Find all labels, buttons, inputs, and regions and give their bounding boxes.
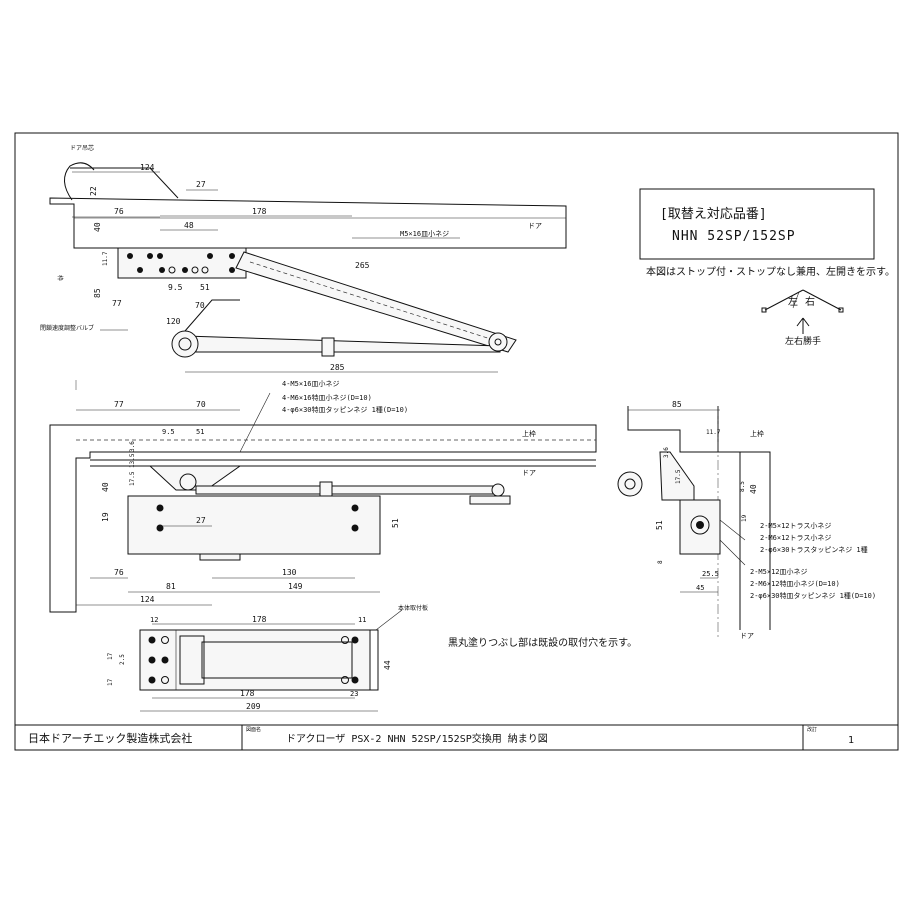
bottom-view: 本体取付板 178 11 12 17 2.5 17 44 178 23 209 … — [107, 604, 637, 712]
bdim-12: 12 — [150, 616, 158, 624]
fdim-19: 19 — [101, 512, 110, 522]
sheet-border — [14, 132, 899, 751]
company-name: 日本ドアーチエック製造株式会社 — [28, 731, 192, 745]
screw-side-4: 2-M5×12皿小ネジ — [750, 567, 808, 576]
screw-side-5: 2-M6×12特皿小ネジ(D=10) — [750, 579, 840, 588]
fdim-3-6: 3.6 — [129, 441, 136, 452]
replacement-models: NHN 52SP/152SP — [672, 229, 796, 244]
door-label-front: ドア — [522, 469, 536, 477]
bdim-17-a: 17 — [107, 652, 114, 660]
dim-70: 70 — [195, 301, 205, 310]
dim-85: 85 — [93, 288, 102, 298]
dim-9-5: 9.5 — [168, 283, 183, 292]
sdim-8: 8 — [657, 560, 664, 564]
dim-22: 22 — [89, 186, 98, 196]
fdim-17-5: 17.5 — [129, 471, 136, 486]
hand-symbol: 左 右 左右勝手 — [761, 289, 844, 347]
bdim-178-bot: 178 — [240, 689, 255, 698]
sdim-17-5: 17.5 — [675, 469, 682, 484]
screw-side-3: 2-φ6×30トラスタッピンネジ 1種 — [760, 545, 868, 554]
dim-40: 40 — [93, 222, 102, 232]
bdim-44: 44 — [383, 660, 392, 670]
screw-front-2: 4-M6×16特皿小ネジ(D=10) — [282, 393, 372, 402]
sdim-3-6: 3.6 — [663, 447, 670, 458]
dim-51: 51 — [200, 283, 210, 292]
screw-front-1: 4-M5×16皿小ネジ — [282, 379, 340, 388]
fdim-76: 76 — [114, 568, 124, 577]
bdim-2-5: 2.5 — [119, 654, 126, 665]
bdim-11: 11 — [358, 616, 366, 624]
fdim-51: 51 — [391, 518, 400, 528]
dim-27: 27 — [196, 180, 206, 189]
hand-right: 右 — [805, 295, 815, 308]
frame-top-label: 上枠 — [522, 429, 536, 438]
drawing-name-label: 図面名 — [246, 726, 261, 733]
screw-top-m5: M5×16皿小ネジ — [400, 229, 449, 238]
replacement-box — [639, 188, 875, 260]
dim-265: 265 — [355, 261, 370, 270]
fdim-77: 77 — [114, 400, 124, 409]
dim-178: 178 — [252, 207, 267, 216]
top-view: ドア吊芯 ドア 124 27 22 76 178 48 40 265 — [40, 144, 567, 392]
fdim-130: 130 — [282, 568, 297, 577]
replacement-heading: [取替え対応品番] — [660, 207, 767, 222]
bdim-209: 209 — [246, 702, 261, 711]
sdim-25-5: 25.5 — [702, 570, 719, 578]
screw-side-6: 2-φ6×30特皿タッピンネジ 1種(D=10) — [750, 591, 876, 600]
bdim-17-b: 17 — [107, 678, 114, 686]
fdim-70: 70 — [196, 400, 206, 409]
fdim-51: 51 — [196, 428, 204, 436]
door-hinge-label: ドア吊芯 — [70, 144, 94, 152]
sdim-45: 45 — [696, 584, 704, 592]
fdim-13-5: 13.5 — [129, 453, 136, 468]
side-marker-top: 枠 — [56, 275, 64, 281]
dim-11-7: 11.7 — [102, 251, 109, 266]
fdim-9-5: 9.5 — [162, 428, 175, 436]
fdim-27: 27 — [196, 516, 206, 525]
sdim-40: 40 — [749, 484, 758, 494]
door-label-top: ドア — [528, 222, 542, 230]
door-label-side: ドア — [740, 632, 754, 640]
drawing-name: ドアクローザ PSX-2 NHN 52SP/152SP交換用 納まり図 — [286, 732, 548, 745]
screw-side-2: 2-M6×12トラス小ネジ — [760, 533, 831, 542]
bdim-23: 23 — [350, 690, 358, 698]
dim-76: 76 — [114, 207, 124, 216]
sdim-85: 85 — [672, 400, 682, 409]
sdim-51: 51 — [655, 520, 664, 530]
hand-left: 左 — [788, 295, 798, 308]
stop-note: 本図はストップ付・ストップなし兼用、左開きを示す。 — [646, 265, 895, 278]
fdim-149: 149 — [288, 582, 303, 591]
screw-side-1: 2-M5×12トラス小ネジ — [760, 521, 831, 530]
fdim-40: 40 — [101, 482, 110, 492]
bdim-178-top: 178 — [252, 615, 267, 624]
dim-48: 48 — [184, 221, 194, 230]
fdim-124: 124 — [140, 595, 155, 604]
dim-285: 285 — [330, 363, 345, 372]
revision-label: 改訂 — [807, 726, 817, 733]
fdim-81: 81 — [166, 582, 176, 591]
revision-number: 1 — [848, 735, 854, 746]
dim-124: 124 — [140, 163, 155, 172]
dim-77: 77 — [112, 299, 122, 308]
sdim-8-5: 8.5 — [739, 481, 746, 492]
screw-front-3: 4-φ6×30特皿タッピンネジ 1種(D=10) — [282, 405, 408, 414]
closing-speed-valve-label: 閉鎖速度調整バルブ — [40, 324, 94, 332]
front-view: 上枠 ドア 4-M5×16皿小ネジ 4-M6×16特皿小ネジ(D=10) 4-φ… — [49, 379, 597, 613]
hand-label: 左右勝手 — [785, 335, 821, 347]
black-holes-note: 黒丸塗りつぶし部は既設の取付穴を示す。 — [448, 636, 637, 649]
dim-120: 120 — [166, 317, 181, 326]
sdim-11-7: 11.7 — [706, 429, 721, 436]
body-plate-label: 本体取付板 — [398, 604, 428, 612]
side-view: 上枠 ドア 2-M5×12トラス小ネジ 2-M6×12トラス小ネジ 2-φ6×3… — [617, 400, 876, 640]
sdim-19: 19 — [741, 514, 748, 522]
frame-top-label-side: 上枠 — [750, 429, 764, 438]
